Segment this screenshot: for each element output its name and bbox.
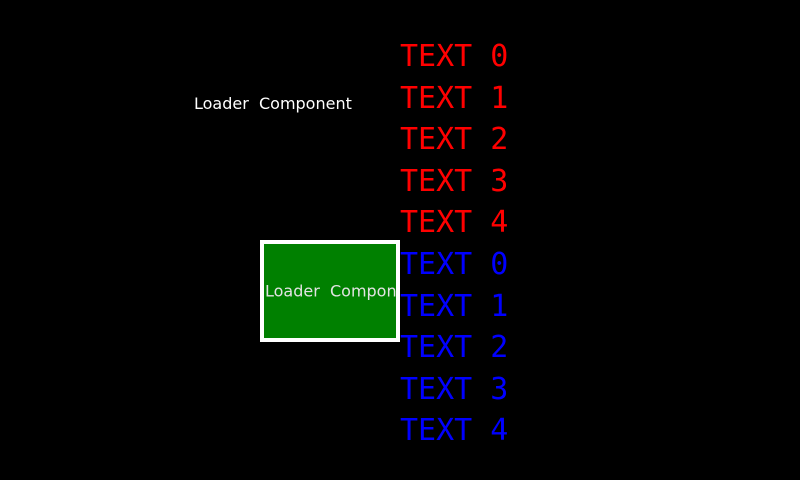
list-item: TEXT 4 [400,413,509,449]
list-item: TEXT 1 [400,288,509,324]
list-item: TEXT 2 [400,330,509,366]
loader-component-box: Loader Component [260,240,400,342]
list-item: TEXT 3 [400,371,509,407]
list-item: TEXT 3 [400,163,509,199]
list-item: TEXT 2 [400,122,509,158]
list-item: TEXT 0 [400,247,509,282]
list-item: TEXT 4 [400,205,509,241]
list-item: TEXT 1 [400,80,509,116]
loader-component-box-label: Loader Component [265,281,397,301]
red-text-list[interactable]: TEXT 0 TEXT 1 TEXT 2 TEXT 3 TEXT 4 [400,36,508,244]
list-item: TEXT 0 [400,39,509,74]
loader-component-label: Loader Component [194,94,352,113]
blue-text-list[interactable]: TEXT 0 TEXT 1 TEXT 2 TEXT 3 TEXT 4 [400,244,508,452]
